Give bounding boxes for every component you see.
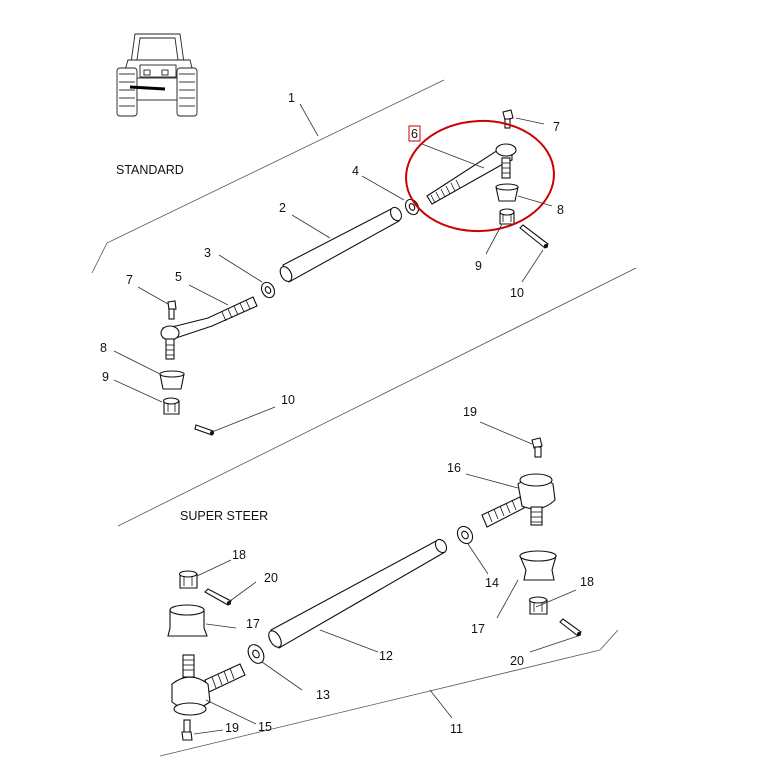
- boot-8-left: [159, 370, 185, 390]
- callout-18-right: 18: [580, 575, 594, 589]
- callout-7-right: 7: [553, 120, 560, 134]
- callout-2: 2: [279, 201, 286, 215]
- castle-nut-18-right: [528, 596, 548, 615]
- standard-heading: STANDARD: [116, 163, 184, 177]
- callout-5: 5: [175, 270, 182, 284]
- super-steer-heading: SUPER STEER: [180, 509, 268, 523]
- callout-17-right: 17: [471, 622, 485, 636]
- highlight-ring: [405, 119, 555, 233]
- castle-nut-9-left: [162, 397, 180, 415]
- tie-rod-end-15: [171, 654, 246, 716]
- nut-14: [456, 525, 474, 545]
- cotter-pin-10-left: [194, 424, 214, 436]
- callout-14: 14: [485, 576, 499, 590]
- standard-assembly: [113, 103, 555, 436]
- tie-rod-end-6: [426, 143, 517, 205]
- boot-17-left: [167, 604, 208, 637]
- boot-8-right: [495, 183, 519, 202]
- callout-17-left: 17: [246, 617, 260, 631]
- callout-20-left: 20: [264, 571, 278, 585]
- callout-11: 11: [450, 722, 463, 736]
- highlight-box: [408, 125, 421, 142]
- callout-18-left: 18: [232, 548, 246, 562]
- callout-3: 3: [204, 246, 211, 260]
- callout-10-left: 10: [281, 393, 295, 407]
- tube-2: [279, 206, 403, 283]
- nut-13: [247, 644, 265, 664]
- callout-15: 15: [258, 720, 272, 734]
- callout-1: 1: [288, 91, 295, 105]
- nut-4: [404, 198, 420, 216]
- callouts: 1 2 3 4 5 6 7 7 8 8 9 9 10 10 11 12 13 1…: [100, 91, 594, 736]
- tie-rod-end-5: [160, 296, 258, 360]
- grease-fitting-19-right: [531, 437, 543, 458]
- tie-rod-end-16: [481, 473, 556, 528]
- callout-19-right: 19: [463, 405, 477, 419]
- cotter-pin-20-right: [559, 618, 582, 637]
- frame-lines: [91, 79, 637, 757]
- grease-fitting-19-left: [181, 719, 193, 741]
- callout-19-left: 19: [225, 721, 239, 735]
- castle-nut-9-right: [499, 208, 515, 225]
- cotter-pin-20-left: [204, 588, 232, 606]
- callout-9-left: 9: [102, 370, 109, 384]
- callout-20-right: 20: [510, 654, 524, 668]
- nut-3: [260, 281, 276, 299]
- cotter-pin-10-right: [519, 224, 549, 249]
- castle-nut-18-left: [178, 570, 198, 589]
- callout-10-right: 10: [510, 286, 524, 300]
- grease-fitting-7-left: [167, 300, 177, 320]
- callout-12: 12: [379, 649, 393, 663]
- callout-8-right: 8: [557, 203, 564, 217]
- callout-8-left: 8: [100, 341, 107, 355]
- boot-17-right: [519, 550, 557, 581]
- callout-7-left: 7: [126, 273, 133, 287]
- callout-13: 13: [316, 688, 330, 702]
- callout-6: 6: [411, 127, 418, 141]
- callout-9-right: 9: [475, 259, 482, 273]
- tractor-icon: [115, 33, 200, 117]
- tube-12: [268, 538, 448, 649]
- callout-16: 16: [447, 461, 461, 475]
- super-steer-assembly: [167, 421, 582, 741]
- callout-4: 4: [352, 164, 359, 178]
